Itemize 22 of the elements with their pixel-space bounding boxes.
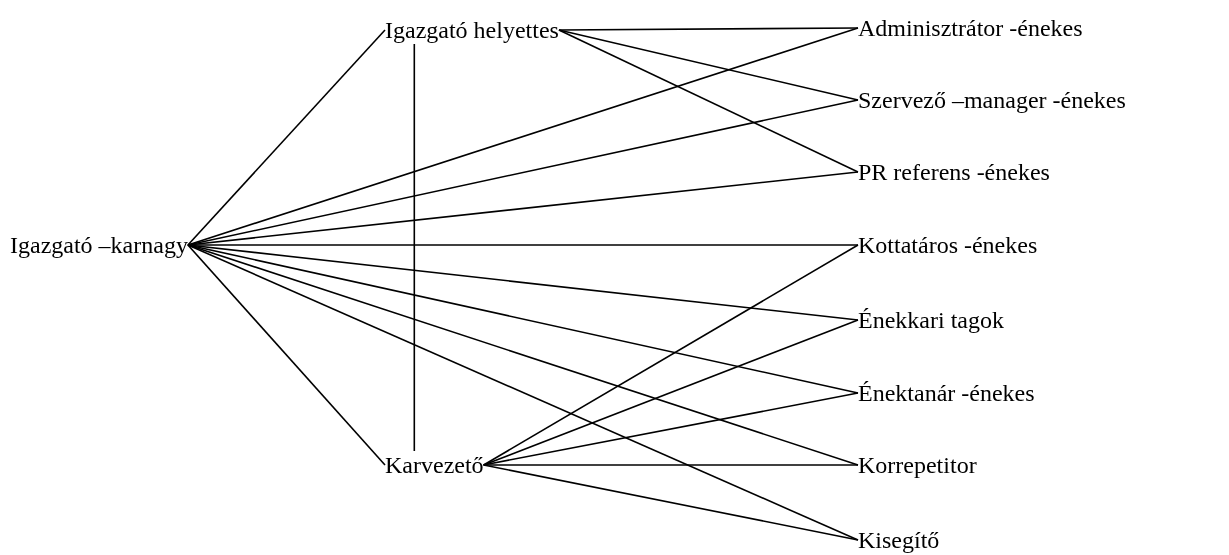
role-label: Igazgató –karnagy (10, 231, 188, 259)
role-label: PR referens -énekes (858, 158, 1050, 186)
connector-line (187, 244, 386, 466)
connector-line (187, 244, 859, 541)
connector-line (413, 43, 416, 452)
role-label: Szervező –manager -énekes (858, 86, 1126, 114)
connector-line (482, 319, 859, 466)
connector-line (558, 27, 859, 31)
role-label: Kottatáros -énekes (858, 231, 1038, 259)
connector-line (187, 244, 859, 321)
role-label: Adminisztrátor -énekes (858, 14, 1083, 42)
role-label: Korrepetitor (858, 451, 977, 479)
role-label: Énekkari tagok (858, 306, 1004, 334)
role-label: Karvezető (385, 451, 484, 479)
role-label: Énektanár -énekes (858, 379, 1035, 407)
connector-line (482, 464, 859, 466)
connector-line (482, 464, 859, 541)
role-label: Kisegítő (858, 526, 940, 554)
connector-line (187, 27, 859, 246)
connector-line (558, 29, 859, 173)
role-label: Igazgató helyettes (385, 16, 559, 44)
connector-line (187, 29, 386, 246)
